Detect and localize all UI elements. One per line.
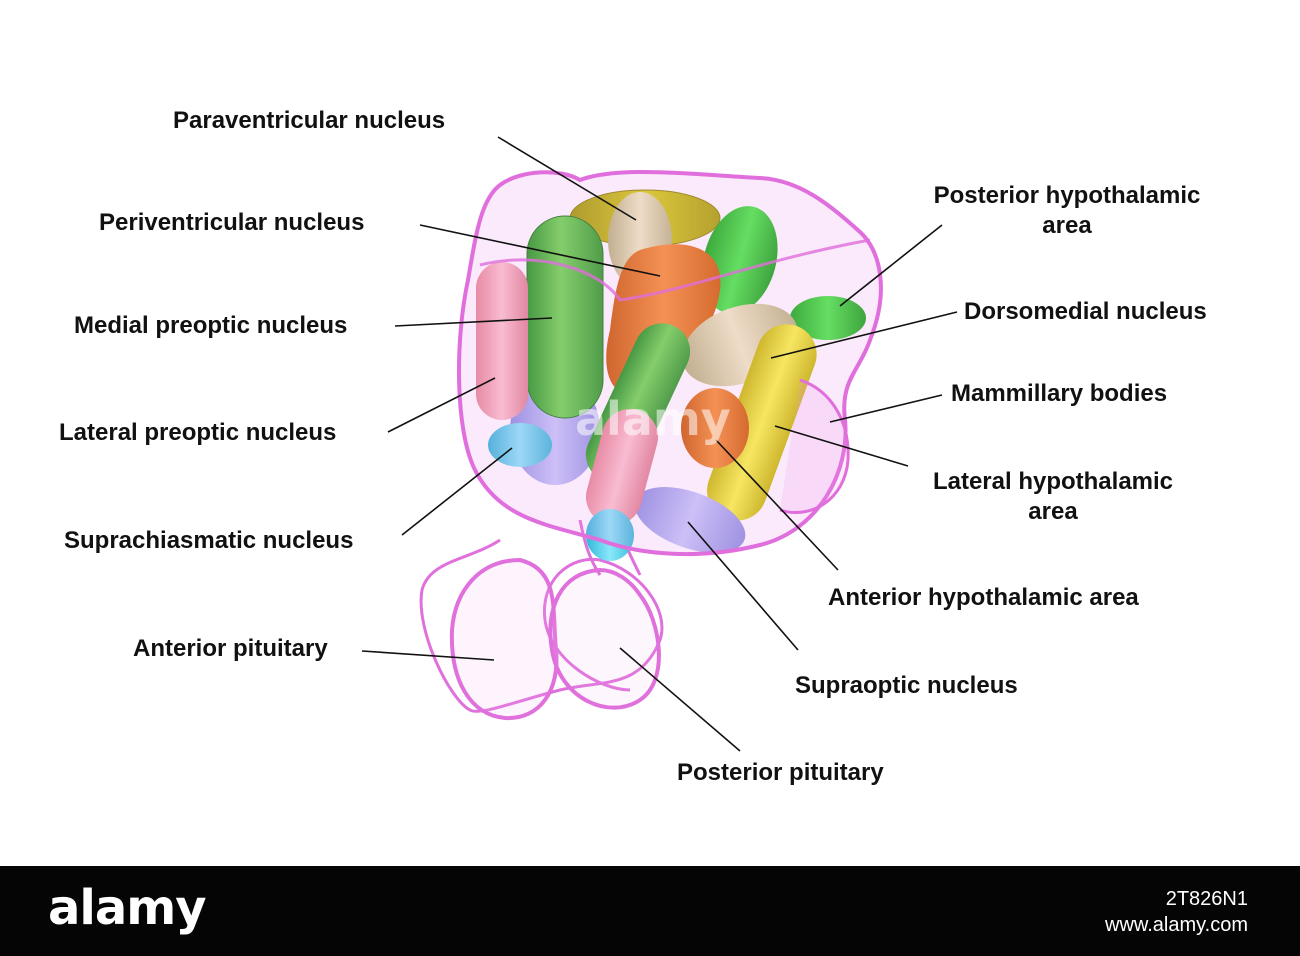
leader-suprachiasmatic xyxy=(401,447,513,536)
label-dorsomedial-nucleus: Dorsomedial nucleus xyxy=(964,298,1207,325)
alamy-logo[interactable]: alamy xyxy=(48,880,207,936)
leader-periventricular xyxy=(419,224,661,277)
label-supraoptic-nucleus: Supraoptic nucleus xyxy=(795,672,1018,699)
hypothalamus-diagram: alamy Paraventricular nucleus Periventri… xyxy=(59,107,1224,786)
membrane-inner-fold xyxy=(479,238,871,302)
lateral-hypothalamic-shape xyxy=(707,324,817,521)
stock-photo-bar: alamy 2T826N1 www.alamy.com xyxy=(0,866,1300,956)
anterior-pituitary-shape xyxy=(449,557,559,721)
leader-posterior-pituitary xyxy=(619,647,741,752)
label-medial-preoptic-nucleus: Medial preoptic nucleus xyxy=(74,312,348,339)
label-posterior-pituitary: Posterior pituitary xyxy=(677,759,884,786)
label-anterior-hypothalamic-area: Anterior hypothalamic area xyxy=(828,584,1139,611)
posterior-hypothalamic-shape xyxy=(790,296,866,340)
leader-lines xyxy=(361,136,958,752)
label-paraventricular-nucleus: Paraventricular nucleus xyxy=(173,107,446,134)
cyan-nucleus-left xyxy=(488,423,552,467)
leader-lateral-hypothalamic xyxy=(774,425,909,467)
leader-lateral-preoptic xyxy=(387,377,496,433)
label-posterior-hypothalamic-line2: area xyxy=(1042,212,1092,239)
leader-anterior-pituitary xyxy=(361,650,495,661)
leader-dorsomedial xyxy=(770,311,958,359)
label-posterior-hypothalamic-line1: Posterior hypothalamic xyxy=(933,182,1201,209)
bright-green-top xyxy=(702,206,778,314)
image-id: 2T826N1 xyxy=(1165,888,1248,910)
label-anterior-pituitary: Anterior pituitary xyxy=(133,635,328,662)
label-posterior-hypothalamic-area: Posterior hypothalamic area xyxy=(910,181,1224,241)
label-lateral-hypothalamic-line2: area xyxy=(1028,498,1078,525)
leader-supraoptic xyxy=(687,521,799,651)
label-lateral-hypothalamic-area: Lateral hypothalamic area xyxy=(910,467,1196,527)
label-mammillary-bodies: Mammillary bodies xyxy=(951,380,1168,407)
site-link[interactable]: www.alamy.com xyxy=(1105,914,1248,936)
label-lateral-hypothalamic-line1: Lateral hypothalamic xyxy=(932,468,1174,495)
hypothalamus-membrane xyxy=(457,169,883,557)
leader-posterior-hypothalamic xyxy=(839,224,943,307)
supraoptic-shape xyxy=(634,487,746,553)
leader-mammillary xyxy=(829,394,943,423)
label-suprachiasmatic-nucleus: Suprachiasmatic nucleus xyxy=(64,527,354,554)
leader-medial-preoptic xyxy=(394,317,553,327)
pituitary-stalk-membrane xyxy=(419,538,664,713)
anterior-hypothalamic-shape xyxy=(681,388,749,468)
leader-paraventricular xyxy=(497,136,637,221)
pink-front-nucleus xyxy=(585,409,659,525)
leader-anterior-hypothalamic xyxy=(715,439,839,571)
posterior-pituitary-shape xyxy=(548,567,661,710)
image-id-block: 2T826N1 www.alamy.com xyxy=(1105,886,1248,938)
hypothalamus-illustration xyxy=(361,136,958,752)
membrane-right-lobe xyxy=(779,378,850,515)
label-periventricular-nucleus: Periventricular nucleus xyxy=(99,209,365,236)
label-lateral-preoptic-nucleus: Lateral preoptic nucleus xyxy=(59,419,337,446)
